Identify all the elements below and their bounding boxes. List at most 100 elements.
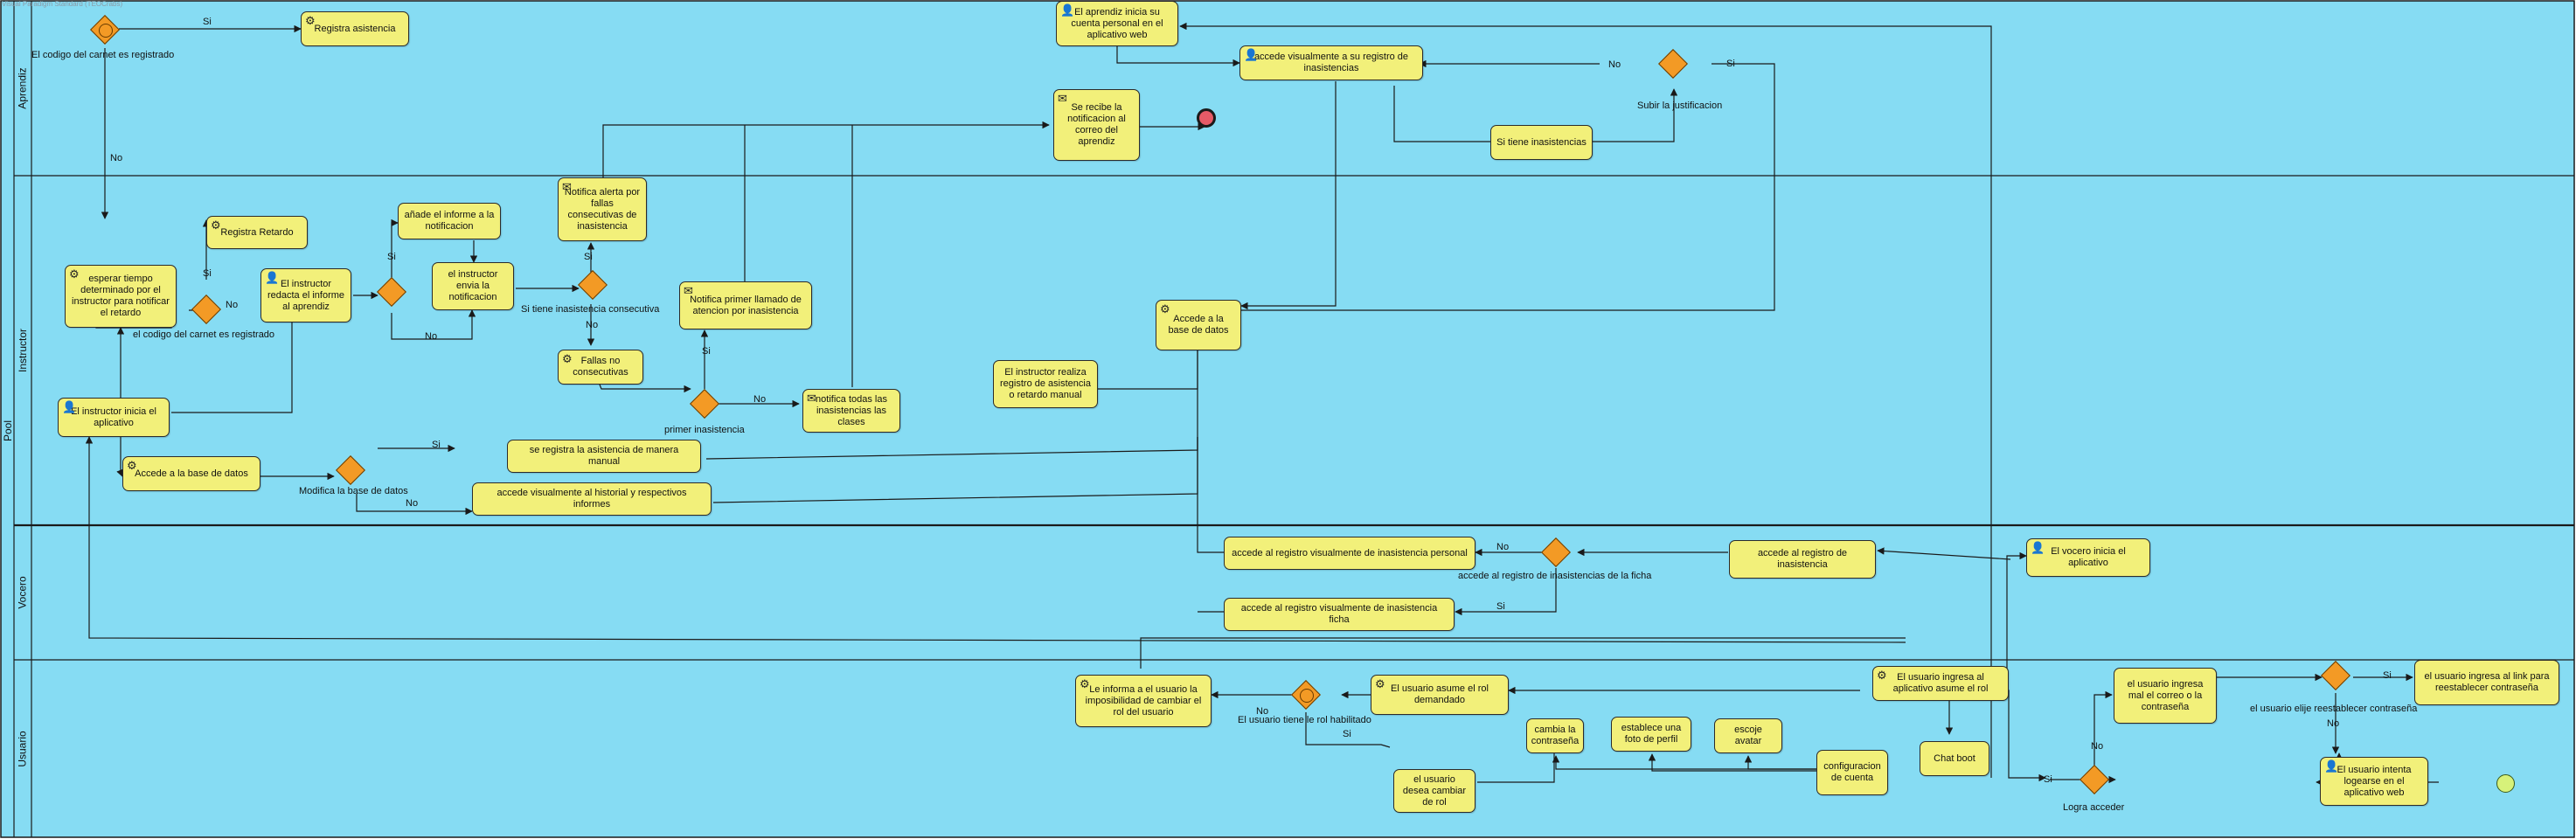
task-instructor-envia-text: el instructor envia la notificacion [448, 269, 498, 302]
task-accede-registro-ficha-text: accede al registro visualmente de inasis… [1240, 603, 1438, 625]
task-notifica-todas[interactable]: ✉notifica todas las inasistencias las cl… [802, 389, 900, 433]
gateway-carnet-top[interactable] [90, 15, 120, 45]
gateway-logra-acceder-label: Logra acceder [2063, 802, 2125, 813]
task-vocero-accede-registro[interactable]: accede al registro de inasistencia [1729, 540, 1876, 579]
task-informa-imposibilidad[interactable]: ⚙Le informa a el usuario la imposibilida… [1075, 675, 1212, 727]
gateway-rol-habilitado[interactable] [1291, 680, 1321, 710]
gear-icon: ⚙ [127, 459, 137, 472]
task-chat-boot-text: Chat boot [1934, 752, 1975, 764]
gateway-redacta[interactable] [377, 277, 406, 307]
task-vocero-accede-registro-text: accede al registro de inasistencia [1757, 548, 1848, 570]
gateway-registro-ficha-label: accede al registro de inasistencias de l… [1458, 571, 1652, 581]
task-accede-registro-personal-text: accede al registro visualmente de inasis… [1232, 547, 1468, 558]
task-instructor-inicia[interactable]: 👤El instructor inicia el aplicativo [58, 398, 170, 437]
task-vocero-inicia-text: El vocero inicia el aplicativo [2051, 546, 2126, 568]
gateway-elije-reestablecer-label: el usuario elije reestablecer contraseña [2250, 704, 2418, 714]
task-chat-boot[interactable]: Chat boot [1920, 741, 1989, 776]
lane-usuario-label: Usuario [17, 730, 30, 767]
gateway-primer-inasistencia-label: primer inasistencia [664, 425, 745, 435]
flow-label-si-2: Si [1726, 59, 1735, 69]
task-instructor-envia[interactable]: el instructor envia la notificacion [432, 262, 514, 310]
person-icon: 👤 [265, 271, 280, 284]
gear-icon: ⚙ [69, 267, 80, 281]
task-registra-asistencia-manual[interactable]: se registra la asistencia de manera manu… [507, 440, 701, 473]
person-icon: 👤 [1060, 3, 1075, 17]
task-ingresa-link-text: el usuario ingresa al link para reestabl… [2424, 671, 2550, 693]
envelope-filled-icon: ✉ [562, 180, 572, 193]
task-cambia-contrasena[interactable]: cambia la contraseña [1526, 718, 1584, 753]
task-desea-cambiar-rol[interactable]: el usuario desea cambiar de rol [1393, 769, 1475, 813]
flow-label-no-10: No [2327, 718, 2340, 729]
envelope-outline-icon: ✉ [1058, 92, 1067, 105]
task-accede-registro-ficha[interactable]: accede al registro visualmente de inasis… [1224, 598, 1455, 631]
flow-label-si-1: Si [203, 17, 212, 27]
task-ingresa-link[interactable]: el usuario ingresa al link para reestabl… [2414, 660, 2559, 705]
gateway-modifica-base[interactable] [336, 455, 365, 485]
task-instructor-redacta-text: El instructor redacta el informe al apre… [267, 278, 345, 312]
task-accede-historial[interactable]: accede visualmente al historial y respec… [472, 482, 712, 516]
flow-label-no-4: No [425, 331, 438, 342]
task-escoje-avatar-text: escoje avatar [1734, 725, 1762, 746]
flow-label-no-6: No [753, 394, 767, 405]
task-aprendiz-inicia-cuenta-text: El aprendiz inicia su cuenta personal en… [1071, 6, 1163, 40]
envelope-filled-icon: ✉ [807, 392, 816, 405]
flow-label-si-4: Si [387, 252, 396, 262]
task-desea-cambiar-rol-text: el usuario desea cambiar de rol [1402, 773, 1467, 808]
task-cambia-contrasena-text: cambia la contraseña [1531, 725, 1580, 746]
gateway-elije-reestablecer[interactable] [2321, 661, 2350, 690]
envelope-filled-icon: ✉ [684, 284, 693, 297]
task-establece-foto[interactable]: establece una foto de perfil [1611, 717, 1691, 752]
flow-label-si-7: Si [432, 440, 441, 450]
gateway-consecutiva[interactable] [578, 270, 608, 300]
task-registra-retardo[interactable]: ⚙Registra Retardo [206, 216, 308, 249]
flow-label-no-11: No [2091, 741, 2104, 752]
task-anade-informe[interactable]: añade el informe a la notificacion [398, 203, 501, 239]
task-esperar-tiempo-text: esperar tiempo determinado por el instru… [72, 274, 170, 318]
task-usuario-ingresa-asume[interactable]: ⚙El usuario ingresa al aplicativo asume … [1872, 666, 2009, 701]
task-accede-visualmente-registro[interactable]: 👤accede visualmente a su registro de ina… [1239, 45, 1423, 80]
task-asume-rol-demandado-text: El usuario asume el rol demandado [1391, 683, 1489, 705]
end-event[interactable] [1197, 108, 1216, 128]
gateway-carnet-mid-label: el codigo del carnet es registrado [133, 329, 275, 340]
task-notifica-primer-llamado-text: Notifica primer llamado de atencion por … [690, 294, 802, 316]
task-registra-asistencia[interactable]: ⚙Registra asistencia [301, 11, 409, 46]
task-informa-imposibilidad-text: Le informa a el usuario la imposibilidad… [1085, 683, 1202, 718]
gateway-carnet-mid[interactable] [191, 295, 221, 324]
gateway-rol-habilitado-label: El usuario tiene le rol habilitado [1238, 715, 1371, 725]
task-accede-base-datos[interactable]: ⚙Accede a la base de datos [1156, 300, 1241, 350]
task-instructor-redacta[interactable]: 👤El instructor redacta el informe al apr… [260, 268, 351, 322]
start-event[interactable] [2496, 774, 2515, 793]
task-fallas-no-consecutivas[interactable]: ⚙Fallas no consecutivas [558, 350, 643, 385]
task-notifica-primer-llamado[interactable]: ✉Notifica primer llamado de atencion por… [679, 281, 812, 329]
flow-label-si-3: Si [203, 268, 212, 279]
flow-label-no-9: No [1256, 706, 1269, 717]
person-icon: 👤 [2031, 541, 2045, 554]
task-intenta-logearse[interactable]: 👤El usuario intenta logearse en el aplic… [2320, 757, 2428, 806]
task-esperar-tiempo[interactable]: ⚙esperar tiempo determinado por el instr… [65, 265, 177, 328]
task-si-tiene-inasistencias[interactable]: Si tiene inasistencias [1490, 125, 1593, 160]
gateway-primer-inasistencia[interactable] [690, 389, 719, 419]
task-configuracion-cuenta[interactable]: configuracion de cuenta [1816, 750, 1888, 795]
flow-label-si-10: Si [2383, 670, 2392, 681]
gateway-logra-acceder[interactable] [2080, 765, 2109, 794]
task-accede-registro-personal[interactable]: accede al registro visualmente de inasis… [1224, 537, 1475, 570]
flow-label-si-5: Si [584, 252, 593, 262]
flow-label-no-2: No [1608, 59, 1621, 70]
task-notifica-alerta[interactable]: ✉Notifica alerta por fallas consecutivas… [558, 177, 647, 241]
pool-label: Pool [2, 26, 14, 835]
task-aprendiz-inicia-cuenta[interactable]: 👤El aprendiz inicia su cuenta personal e… [1056, 1, 1178, 46]
task-vocero-inicia[interactable]: 👤 El vocero inicia el aplicativo [2026, 538, 2150, 577]
task-accede-base-datos-2[interactable]: ⚙Accede a la base de datos [122, 456, 260, 491]
task-ingresa-mal-correo[interactable]: el usuario ingresa mal el correo o la co… [2114, 668, 2217, 724]
task-instructor-realiza-registro[interactable]: El instructor realiza registro de asiste… [993, 360, 1098, 408]
flow-label-si-6: Si [702, 346, 711, 357]
task-configuracion-cuenta-text: configuracion de cuenta [1823, 761, 1881, 783]
task-se-recibe-notificacion[interactable]: ✉Se recibe la notificacion al correo del… [1053, 89, 1140, 161]
gateway-subir-justificacion[interactable] [1658, 49, 1688, 79]
task-escoje-avatar[interactable]: escoje avatar [1714, 718, 1782, 753]
gateway-registro-ficha[interactable] [1541, 537, 1571, 567]
gateway-subir-justificacion-label: Subir la justificacion [1637, 101, 1723, 111]
task-asume-rol-demandado[interactable]: ⚙El usuario asume el rol demandado [1371, 675, 1509, 715]
task-registra-asistencia-manual-text: se registra la asistencia de manera manu… [529, 445, 679, 467]
